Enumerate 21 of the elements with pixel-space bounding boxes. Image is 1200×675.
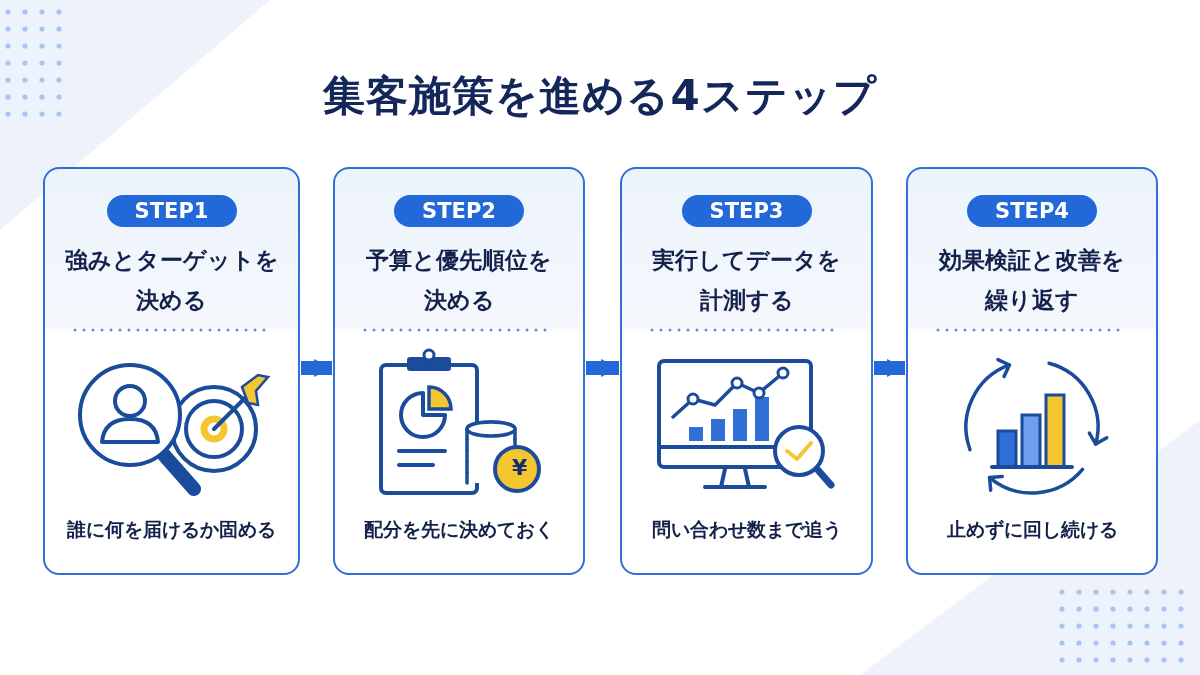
step-card — [906, 167, 1158, 575]
diagram-title: 集客施策を進める4ステップ — [322, 70, 878, 122]
step-title: 強みとターゲットを決める — [63, 246, 280, 315]
arrow — [874, 359, 905, 377]
step-description: 止めずに回し続ける — [945, 517, 1119, 542]
step-title: 予算と優先順位を決める — [365, 246, 553, 315]
step-description: 配分を先に決めておく — [363, 517, 555, 542]
step-badge: STEP4 — [967, 195, 1097, 227]
arrow — [301, 359, 332, 377]
step-title: 効果検証と改善を繰り返す — [937, 246, 1126, 315]
step-card — [43, 167, 300, 575]
step-title: 実行してデータを計測する — [651, 246, 842, 315]
step-badge: STEP1 — [106, 195, 237, 227]
step-description: 誰に何を届けるか固める — [66, 517, 277, 542]
arrow — [586, 359, 619, 377]
step-badge: STEP3 — [681, 195, 812, 227]
yen-sign: ¥ — [512, 457, 528, 479]
step-card — [620, 167, 873, 575]
step-card — [333, 167, 585, 575]
step-description: 問い合わせ数まで追う — [650, 517, 843, 542]
step-badge: STEP2 — [394, 195, 524, 227]
